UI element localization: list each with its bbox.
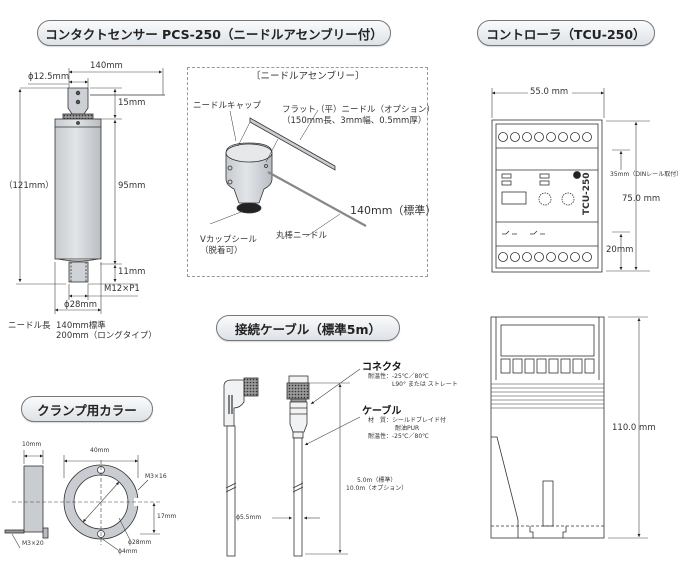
dim-body-diameter: ϕ28mm (64, 300, 97, 310)
clamp-section-title: クランプ用カラー (21, 396, 153, 422)
clamp-inner-diameter: ϕ28mm (128, 539, 152, 546)
connector-title: コネクタ (362, 362, 402, 373)
side-buttons (500, 358, 595, 374)
cable-title-text: 接続ケーブル（標準5m） (235, 321, 381, 337)
needle-assembly-title: 〔ニードルアセンブリー〕 (251, 71, 365, 82)
needle-length-std-label: 140mm（標準） (350, 204, 437, 217)
controller-title-text: コントローラ（TCU-250） (486, 26, 646, 42)
controller-bottom-dim: 20mm (606, 245, 634, 255)
cable-drawing (223, 375, 310, 557)
cable-length-option: 10.0m（オプション） (346, 485, 408, 492)
cable-material: 材 質：シールドブレイド付 (368, 417, 447, 424)
dim-body-height: 95mm (118, 181, 146, 191)
v-cup-seal-label: Vカップシール (200, 235, 257, 245)
controller-side-drawing (490, 316, 605, 539)
top-terminals (498, 132, 592, 142)
needle-length-label: ニードル長 (8, 321, 51, 331)
v-cup-seal-note: （脱着可） (200, 246, 243, 256)
dim-top-diameter: ϕ12.5mm (28, 72, 70, 82)
sensor-drawing (54, 87, 165, 283)
cable-material-2: 耐油PUR (395, 425, 420, 432)
needle-length-long: 200mm（ロングタイプ） (56, 331, 157, 341)
clamp-hole-diameter: ϕ4mm (118, 548, 138, 555)
dim-cap-height: 15mm (118, 98, 146, 108)
needle-assembly-drawing (209, 109, 367, 238)
needle-assembly-box (187, 67, 428, 277)
clamp-outer-diameter: 40mm (90, 447, 110, 454)
controller-front-drawing (491, 119, 603, 273)
controller-depth: 110.0 mm (612, 423, 656, 433)
cable-section-title: 接続ケーブル（標準5m） (216, 315, 400, 341)
cable-dimension-lines (272, 368, 361, 555)
needle-length-standard: 140mm標準 (56, 321, 106, 331)
cable-length-standard: 5.0m（標準） (357, 477, 397, 484)
cable-spec-title: ケーブル (362, 406, 402, 417)
clamp-screw-bottom: M3×20 (22, 540, 44, 547)
dim-thread-spec: M12×P1 (104, 284, 140, 294)
clamp-title-text: クランプ用カラー (37, 402, 137, 418)
sensor-title-text: コンタクトセンサー PCS-250（ニードルアセンブリー付） (45, 26, 383, 42)
sensor-dimension-lines (16, 68, 164, 314)
flat-needle-label: フラット（平）ニードル（オプション） (282, 105, 436, 115)
dim-total-height: （121mm） (4, 181, 54, 191)
round-needle-label: 丸棒ニードル (276, 231, 328, 241)
clamp-screw-side: M3×16 (145, 473, 167, 480)
controller-section-title: コントローラ（TCU-250） (477, 20, 655, 46)
dim-thread-height: 11mm (118, 267, 146, 277)
clamp-width: 10mm (22, 441, 42, 448)
dim-needle-width: 140mm (90, 61, 123, 71)
controller-height: 75.0 mm (622, 194, 661, 204)
controller-model-label: TCU-250 (582, 172, 592, 215)
clamp-dimension-lines (11, 450, 160, 551)
needle-cap-label: ニードルキャップ (193, 101, 262, 111)
controller-width: 55.0 mm (530, 87, 569, 97)
flat-needle-spec: （150mm長、3mm幅、0.5mm厚） (282, 116, 427, 126)
controller-din-rail: 35mm（DINレール取付） (610, 171, 683, 178)
cable-diameter: ϕ5.5mm (236, 514, 262, 521)
bottom-terminals (498, 252, 592, 262)
clamp-offset: 17mm (157, 513, 177, 520)
connector-temp: 耐温性：-25℃／80℃ (368, 373, 429, 380)
controller-side-dimension (608, 316, 648, 539)
cable-temp: 耐温性：-25℃／80℃ (368, 433, 429, 440)
sensor-section-title: コンタクトセンサー PCS-250（ニードルアセンブリー付） (37, 20, 391, 46)
controller-dimension-lines (491, 88, 650, 272)
connector-type: L90° または ストレート (392, 381, 458, 388)
